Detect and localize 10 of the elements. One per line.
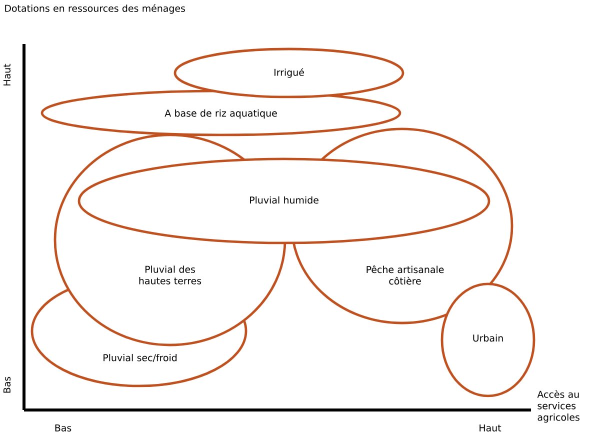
axis-label: Haut bbox=[480, 424, 502, 432]
axis-label: Dotations en ressources des ménages bbox=[5, 4, 185, 14]
ellipse-region: A base de riz aquatique bbox=[40, 90, 402, 136]
axis-label: Bas bbox=[3, 376, 11, 393]
axis-label: Bas bbox=[55, 424, 72, 432]
ellipse-region: Urbain bbox=[440, 282, 536, 398]
ellipse-region: Pluvial humide bbox=[78, 158, 490, 244]
axis-label: Accès au services agricoles bbox=[537, 390, 580, 423]
ellipse-region: Irrigué bbox=[174, 48, 404, 98]
axis-label: Haut bbox=[3, 64, 11, 86]
